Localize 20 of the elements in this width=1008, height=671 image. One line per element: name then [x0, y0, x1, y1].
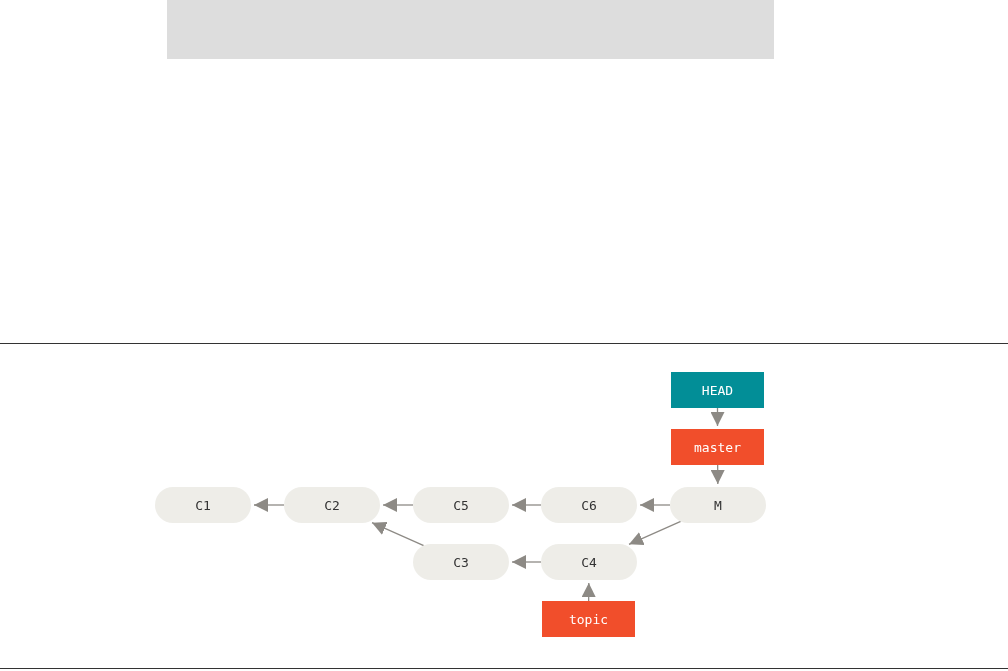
commit-node: C5 [413, 487, 509, 523]
commit-node: C2 [284, 487, 380, 523]
pointer-label: HEAD [671, 372, 764, 408]
arrow [628, 520, 682, 546]
commit-node: C4 [541, 544, 637, 580]
arrow [581, 582, 596, 602]
arrow [511, 555, 542, 569]
commit-node: C6 [541, 487, 637, 523]
commit-node: C3 [413, 544, 509, 580]
arrow [511, 498, 542, 512]
arrow [710, 464, 725, 485]
commit-node: M [670, 487, 766, 523]
arrow [639, 498, 671, 512]
arrow [253, 498, 285, 512]
branch-label: master [671, 429, 764, 465]
branch-label: topic [542, 601, 635, 637]
arrow [371, 521, 425, 547]
arrow [382, 498, 414, 512]
commit-node: C1 [155, 487, 251, 523]
arrow [710, 407, 725, 427]
